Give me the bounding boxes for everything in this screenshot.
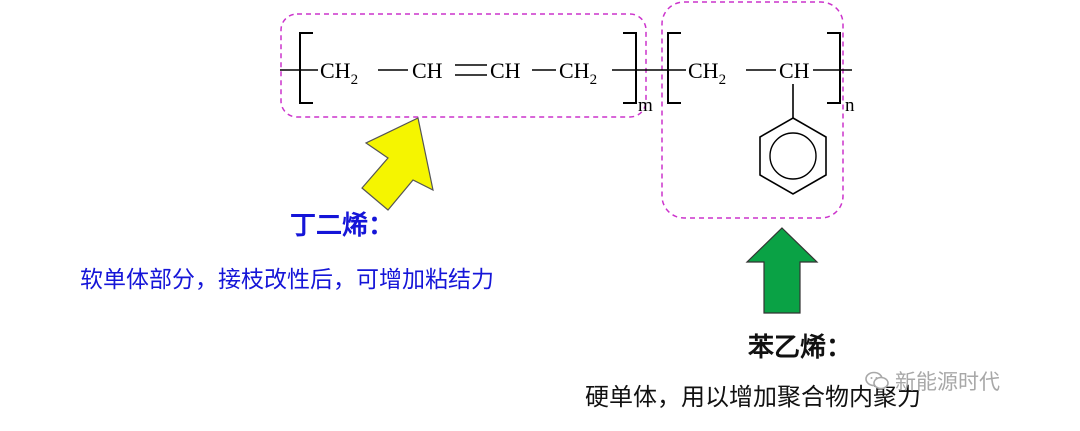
atom-ch-a: CH <box>412 58 443 83</box>
styrene-highlight-box <box>661 1 844 219</box>
styrene-left-bracket <box>667 32 681 104</box>
butadiene-description: 软单体部分，接枝改性后，可增加粘结力 <box>80 267 494 293</box>
styrene-title: 苯乙烯： <box>748 333 853 363</box>
repeat-subscript-n: n <box>845 95 855 116</box>
watermark-text: 新能源时代 <box>895 370 1000 394</box>
benzene-ring <box>759 117 827 195</box>
atom-styrene-ch2: CH2 <box>688 58 726 88</box>
atom-ch2-left: CH2 <box>320 58 358 88</box>
atom-ch-b: CH <box>490 58 521 83</box>
styrene-description: 硬单体，用以增加聚合物内聚力 <box>585 383 921 411</box>
butadiene-title: 丁二烯： <box>290 211 395 241</box>
benzene-aromatic-circle <box>769 132 817 180</box>
butadiene-right-bracket <box>623 32 637 104</box>
atom-styrene-ch: CH <box>779 58 810 83</box>
butadiene-pointer-arrow <box>361 117 434 211</box>
watermark: 新能源时代 <box>865 366 1000 396</box>
atom-ch2-right: CH2 <box>559 58 597 88</box>
repeat-subscript-m: m <box>638 95 653 116</box>
butadiene-highlight-box <box>280 13 647 118</box>
butadiene-left-bracket <box>299 32 313 104</box>
styrene-right-bracket <box>827 32 841 104</box>
wechat-icon <box>865 371 889 390</box>
styrene-pointer-arrow <box>745 227 819 314</box>
